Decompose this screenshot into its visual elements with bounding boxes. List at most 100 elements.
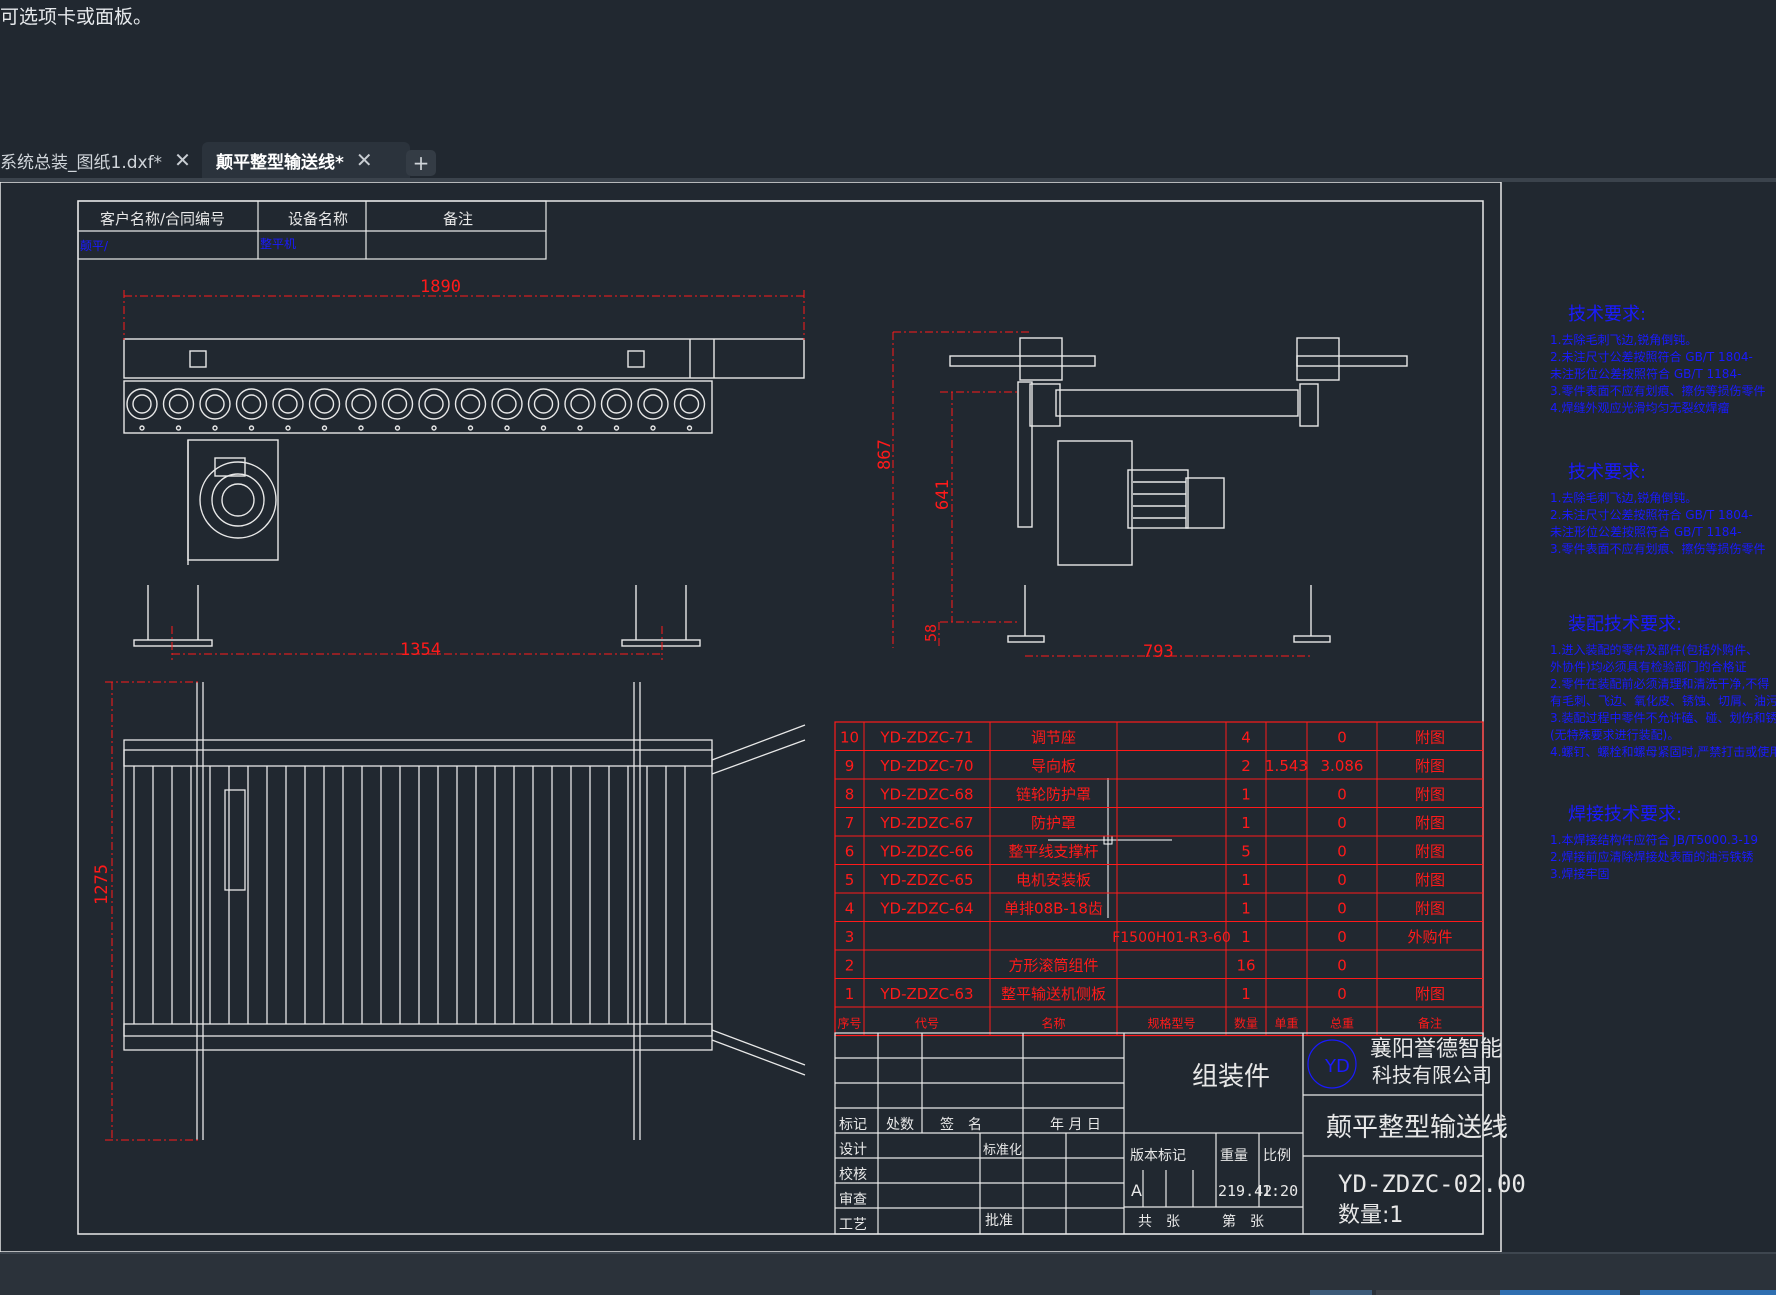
tech-line: 2.未注尺寸公差按照符合 GB/T 1804-: [1550, 349, 1753, 364]
hint-text: 可选项卡或面板。: [0, 6, 153, 28]
sheet-inner-border: [77, 200, 1484, 1235]
roller: [308, 388, 341, 431]
dim-side-height: 867: [875, 439, 895, 470]
close-icon[interactable]: ✕: [355, 148, 373, 172]
add-tab-button[interactable]: +: [406, 150, 436, 176]
close-icon[interactable]: ✕: [174, 148, 191, 172]
tab-label: 颠平整型输送线*: [216, 152, 344, 173]
bom-cell-total: 0: [1337, 843, 1347, 861]
bom-cell-qty: 1: [1241, 985, 1251, 1003]
bom-border: [834, 721, 1484, 1037]
tb-product: 颠平整型输送线: [1326, 1113, 1508, 1143]
bom-cell-code: YD-ZDZC-71: [879, 729, 973, 747]
dim-side-inner: 641: [933, 479, 953, 510]
tb-scale: 比例: [1263, 1148, 1291, 1164]
bom-cell-no: 1: [845, 985, 855, 1003]
bom-cell-name: 电机安装板: [1016, 871, 1091, 889]
tech-line: 未注形位公差按照符合 GB/T 1184-: [1550, 524, 1741, 539]
tech-line: 1.去除毛刺飞边,锐角倒钝。: [1550, 490, 1697, 505]
bom-cell-note: 附图: [1415, 871, 1445, 889]
tech-line: (无特殊要求进行装配)。: [1550, 727, 1679, 742]
front-view-dimensions: [123, 290, 805, 660]
bom-cell-spec: F1500H01-R3-60: [1112, 930, 1231, 946]
bom-cell-name: 单排08B-18齿: [1004, 900, 1103, 918]
tech-line: 3.焊接牢固: [1550, 866, 1609, 881]
header-col-note: 备注: [443, 210, 473, 228]
bom-cell-note: 附图: [1415, 900, 1445, 918]
bom-cell-note: 附图: [1415, 786, 1445, 804]
bom-cell-total: 3.086: [1321, 757, 1364, 775]
bom-cell-note: 附图: [1415, 985, 1445, 1003]
bom-cell-total: 0: [1337, 985, 1347, 1003]
tb-count: 处数: [886, 1117, 914, 1133]
bom-cell-code: YD-ZDZC-68: [879, 786, 973, 804]
tb-group: 组装件: [1192, 1062, 1270, 1092]
tech-line: 4.焊缝外观应光滑均匀无裂纹焊瘤: [1550, 400, 1729, 415]
bom-cell-qty: 1: [1241, 814, 1251, 832]
dim-side-span: 793: [1143, 642, 1174, 662]
bom-cell-no: 2: [845, 957, 855, 975]
bom-cell-qty: 1: [1241, 900, 1251, 918]
tb-approve: 批准: [985, 1213, 1013, 1229]
tech-line: 2.零件在装配前必须清理和清洗干净,不得: [1550, 676, 1769, 691]
tab-label: 系统总装_图纸1.dxf*: [0, 152, 163, 173]
bom-cell-no: 10: [840, 729, 859, 747]
front-view: [123, 338, 805, 647]
roller: [600, 388, 633, 431]
status-bar: [0, 1252, 1776, 1295]
tech-title: 技术要求:: [1568, 462, 1646, 483]
bom-cell-no: 7: [845, 814, 855, 832]
bom-cell-name: 调节座: [1031, 729, 1076, 747]
bom-cell-note: 外购件: [1407, 928, 1452, 946]
tab-system-assembly[interactable]: 系统总装_图纸1.dxf* ✕: [0, 142, 191, 178]
tech-line: 3.装配过程中零件不允许磕、碰、划伤和锈蚀: [1550, 710, 1776, 725]
bom-cell-qty: 1: [1241, 928, 1251, 946]
tb-quantity: 数量:1: [1338, 1203, 1403, 1228]
plan-view-dimensions: [105, 681, 200, 1141]
header-table: [77, 200, 547, 260]
bom-cell-total: 0: [1337, 786, 1347, 804]
bom-cell-no: 5: [845, 871, 855, 889]
roller: [527, 388, 560, 431]
cad-drawing: 客户名称/合同编号 设备名称 备注 颠平/ 整平机 1890 1354: [0, 181, 1776, 1253]
tb-design: 设计: [839, 1142, 867, 1158]
bom-cell-no: 4: [845, 900, 855, 918]
bom-cell-code: YD-ZDZC-64: [879, 900, 973, 918]
bom-cell-no: 6: [845, 843, 855, 861]
tech-section: 技术要求:1.去除毛刺飞边,锐角倒钝。2.未注尺寸公差按照符合 GB/T 180…: [1550, 304, 1765, 415]
bom-cell-name: 链轮防护罩: [1016, 786, 1091, 804]
tb-drawing-no: YD-ZDZC-02.00: [1338, 1170, 1526, 1198]
roller: [418, 388, 450, 431]
drawing-canvas[interactable]: 客户名称/合同编号 设备名称 备注 颠平/ 整平机 1890 1354: [0, 181, 1776, 1253]
bom-cell-name: 整平输送机侧板: [1001, 985, 1106, 1003]
bom-header-unit: 单重: [1274, 1017, 1298, 1031]
tb-sheet: 第 张: [1222, 1213, 1264, 1230]
roller: [454, 388, 487, 431]
side-view-dimensions: [892, 331, 1311, 657]
tb-standard: 标准化: [983, 1143, 1022, 1158]
bom-cell-no: 3: [845, 928, 855, 946]
plan-view: [123, 682, 806, 1140]
tech-line: 1.本焊接结构件应符合 JB/T5000.3-19: [1550, 832, 1758, 847]
header-val-customer: 颠平/: [80, 238, 109, 253]
bom-header-code: 代号: [915, 1017, 939, 1031]
tab-leveling-conveyor[interactable]: 颠平整型输送线* ✕: [202, 142, 410, 178]
tb-total-sheets: 共 张: [1138, 1214, 1180, 1230]
bom-cell-note: 附图: [1415, 729, 1445, 747]
bom-cell-total: 0: [1337, 957, 1347, 975]
header-col-customer: 客户名称/合同编号: [100, 210, 225, 228]
tb-company-1: 襄阳誉德智能: [1370, 1037, 1502, 1062]
header-val-equipment: 整平机: [260, 236, 296, 251]
bom-cell-qty: 1: [1241, 871, 1251, 889]
tb-version-mark: 版本标记: [1130, 1148, 1186, 1164]
bom-cell-no: 9: [845, 757, 855, 775]
sheet-outer-border: [0, 181, 1502, 1253]
tech-line: 2.未注尺寸公差按照符合 GB/T 1804-: [1550, 507, 1753, 522]
bom-cell-note: 附图: [1415, 814, 1445, 832]
document-tab-bar: 系统总装_图纸1.dxf* ✕ 颠平整型输送线* ✕: [0, 142, 1776, 182]
tb-date: 年 月 日: [1050, 1117, 1101, 1133]
bom-cell-code: YD-ZDZC-66: [879, 843, 973, 861]
roller: [345, 388, 377, 431]
roller: [126, 388, 158, 431]
tech-line: 4.螺钉、螺栓和螺母紧固时,严禁打击或使用不合适的: [1550, 744, 1776, 759]
